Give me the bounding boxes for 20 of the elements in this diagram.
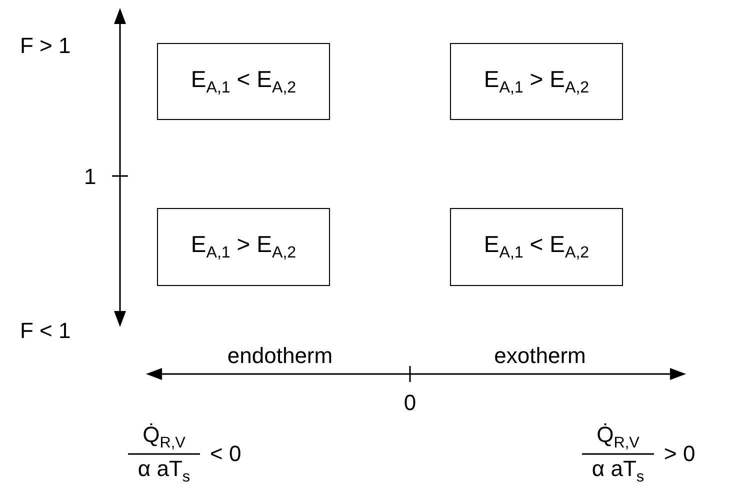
condition-text: E$_{A,1}$ < E$_{A,2}$ [190, 66, 296, 98]
fraction-denominator: α aT$_{s}$ [592, 458, 644, 485]
axis-label: F < 1 [20, 320, 71, 342]
inequality-text: < 0 [210, 443, 242, 465]
fraction-denominator: α aT$_{s}$ [138, 458, 190, 485]
region-label: endotherm [227, 345, 333, 367]
region-label: exotherm [494, 345, 586, 367]
quadrant-box [450, 208, 623, 286]
fraction-numerator: Q̇$_{R,V}$ [596, 424, 640, 451]
quadrant-box [450, 43, 623, 120]
inequality-text: > 0 [664, 443, 696, 465]
tick-label: 0 [404, 392, 416, 414]
condition-text: E$_{A,1}$ > E$_{A,2}$ [190, 231, 296, 263]
condition-text: E$_{A,1}$ < E$_{A,2}$ [484, 231, 590, 263]
axis-label: F > 1 [20, 35, 71, 57]
condition-text: E$_{A,1}$ > E$_{A,2}$ [484, 66, 590, 98]
quadrant-box [157, 208, 330, 286]
quadrant-box [157, 43, 330, 120]
tick-label: 1 [84, 166, 96, 188]
fraction-numerator: Q̇$_{R,V}$ [142, 424, 186, 451]
